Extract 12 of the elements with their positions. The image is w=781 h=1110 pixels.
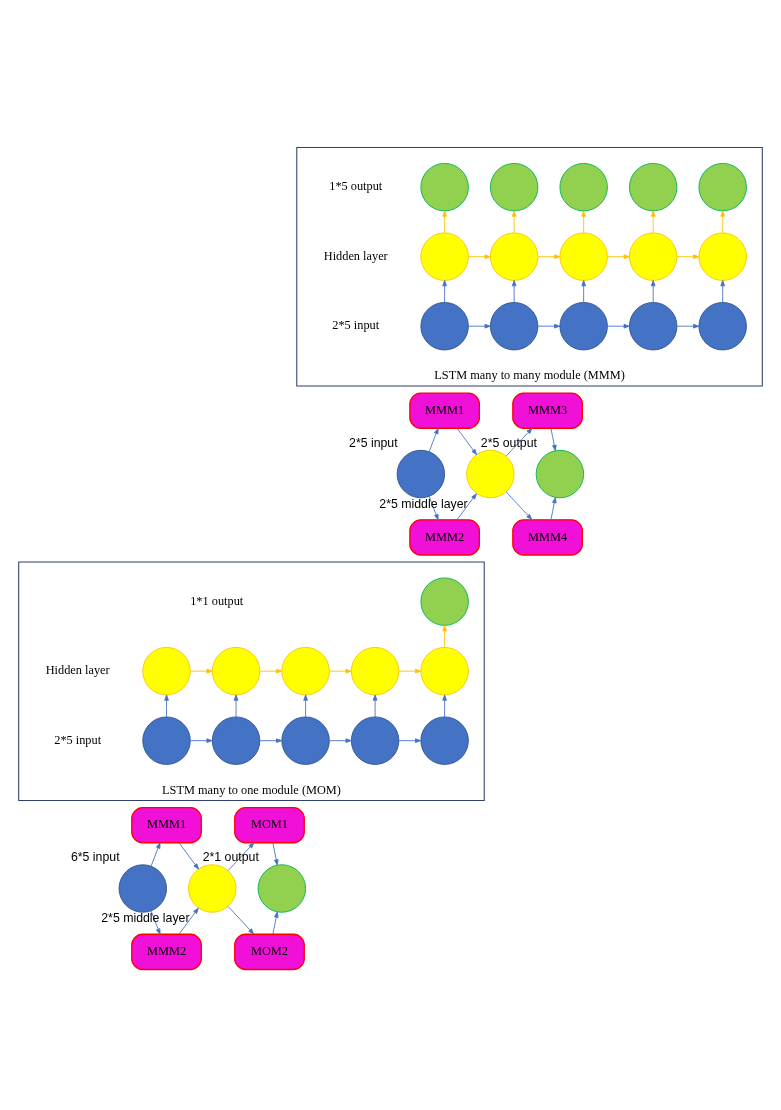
label: Hidden layer bbox=[323, 248, 388, 263]
node-label: 2*5 input bbox=[349, 435, 398, 450]
node-label: 2*5 middle layer bbox=[101, 911, 190, 926]
label: 2*5 input bbox=[54, 732, 102, 747]
label: Hidden layer bbox=[45, 663, 110, 678]
label: 2*5 input bbox=[332, 318, 380, 333]
node-label: 2*5 output bbox=[480, 435, 537, 450]
node-label: 6*5 input bbox=[70, 850, 120, 865]
node-label: 2*1 output bbox=[202, 850, 259, 865]
node-label: 2*5 middle layer bbox=[379, 496, 468, 511]
label: 1*5 output bbox=[329, 179, 383, 194]
label: 1*1 output bbox=[190, 593, 244, 608]
